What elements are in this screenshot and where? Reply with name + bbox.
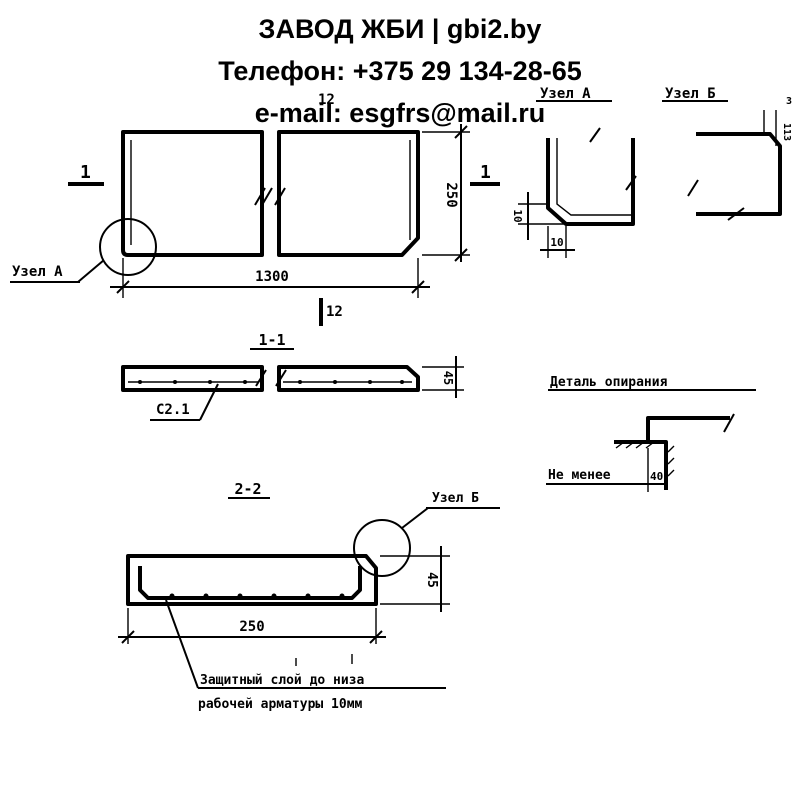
node-a-detail: Узел А 10 10 bbox=[511, 86, 637, 258]
section-2-2-outline bbox=[126, 554, 378, 606]
node-a-inner-line bbox=[556, 138, 633, 216]
mesh-leader bbox=[199, 383, 219, 421]
dim-plan-height-label: 250 bbox=[443, 182, 459, 207]
cover-note-line2: рабочей арматуры 10мм bbox=[198, 697, 363, 712]
node-b-title: Узел Б bbox=[665, 86, 716, 102]
rebar-dot bbox=[203, 593, 209, 599]
section-1-1-title: 1-1 bbox=[258, 331, 285, 349]
dim-plan-width-label: 1300 bbox=[255, 269, 289, 285]
rebar-dot bbox=[208, 380, 212, 384]
node-a-break bbox=[589, 127, 601, 143]
rebar-dot bbox=[237, 593, 243, 599]
support-detail-title: Деталь опирания bbox=[550, 375, 668, 390]
section-mark-left-label: 1 bbox=[80, 162, 91, 183]
node-a-title: Узел А bbox=[540, 86, 591, 102]
plan-break-mark bbox=[254, 187, 273, 206]
support-dim-value: 40 bbox=[650, 470, 663, 483]
node-a-callout-label: Узел А bbox=[12, 264, 63, 280]
dim-ticks bbox=[454, 125, 468, 262]
rebar-dot bbox=[305, 593, 311, 599]
section-1-1-break bbox=[255, 369, 287, 387]
section-mark-right-label: 1 bbox=[480, 162, 491, 183]
support-hatching bbox=[615, 441, 675, 477]
plan-top-mark: 12 bbox=[318, 92, 335, 108]
support-break bbox=[723, 413, 735, 433]
plan-slab-left-outline bbox=[121, 130, 264, 257]
rebar-dot bbox=[400, 380, 404, 384]
dim-ticks bbox=[121, 630, 383, 644]
rebar-dot bbox=[138, 380, 142, 384]
node-a-callout-circle bbox=[99, 218, 157, 276]
rebar-dot bbox=[169, 593, 175, 599]
node-a-break bbox=[625, 175, 637, 191]
node-a-outline bbox=[546, 138, 635, 226]
node-b-callout-circle bbox=[353, 519, 411, 577]
support-ledge bbox=[614, 440, 668, 490]
section-1-1-left-outline bbox=[121, 365, 264, 392]
company-title: ЗАВОД ЖБИ | gbi2.by bbox=[258, 14, 542, 44]
rebar-dot bbox=[298, 380, 302, 384]
section-1-1: 1-1 45 С2.1 bbox=[121, 331, 464, 421]
support-detail: Деталь опирания Не менее 40 bbox=[546, 375, 756, 492]
section-2-2-dim-width: 250 bbox=[239, 619, 264, 635]
section-2-2-title: 2-2 bbox=[234, 480, 261, 498]
rebar-dot bbox=[271, 593, 277, 599]
section-2-2-dim-height: 45 bbox=[424, 572, 439, 588]
rebar-dot bbox=[333, 380, 337, 384]
section-b-mark-label: 12 bbox=[326, 304, 343, 320]
node-b-dim-side: 113 bbox=[781, 123, 792, 141]
node-b-break bbox=[687, 179, 699, 197]
cover-note-line1: Защитный слой до низа bbox=[200, 673, 365, 688]
rebar-dot bbox=[339, 593, 345, 599]
node-b-dim-top: 3 bbox=[786, 96, 792, 107]
node-b-callout-leader bbox=[401, 507, 429, 529]
section-2-2-rebar bbox=[138, 566, 362, 600]
plan-slab-right-outline bbox=[277, 130, 420, 257]
node-a-callout-leader bbox=[77, 259, 105, 283]
section-2-2: 2-2 Узел Б 45 250 Защитный слой до низа … bbox=[118, 480, 500, 712]
mesh-label: С2.1 bbox=[156, 402, 190, 418]
node-b-outline bbox=[696, 132, 782, 216]
company-email: e-mail: esgfrs@mail.ru bbox=[254, 98, 546, 128]
company-header: ЗАВОД ЖБИ | gbi2.by Телефон: +375 29 134… bbox=[0, 8, 800, 134]
rebar-dot bbox=[173, 380, 177, 384]
plan-view: Узел А 1 1 12 250 1300 12 bbox=[10, 92, 500, 326]
cover-note-leader bbox=[165, 599, 199, 689]
rebar-dot bbox=[368, 380, 372, 384]
dim-ticks bbox=[116, 280, 425, 294]
node-b-break bbox=[727, 207, 745, 221]
rebar-dot bbox=[243, 380, 247, 384]
company-phone: Телефон: +375 29 134-28-65 bbox=[218, 56, 582, 86]
node-a-dim-horizontal: 10 bbox=[550, 236, 563, 249]
node-b-callout-label: Узел Б bbox=[432, 491, 479, 506]
node-a-dim-vertical: 10 bbox=[511, 209, 524, 222]
section-1-1-dim-height: 45 bbox=[441, 371, 455, 385]
section-1-1-right-outline bbox=[277, 365, 420, 392]
node-b-detail: Узел Б 3 113 bbox=[662, 86, 792, 221]
support-slab-edge bbox=[646, 416, 730, 442]
plan-break-mark bbox=[274, 187, 286, 206]
support-note: Не менее bbox=[548, 468, 611, 483]
